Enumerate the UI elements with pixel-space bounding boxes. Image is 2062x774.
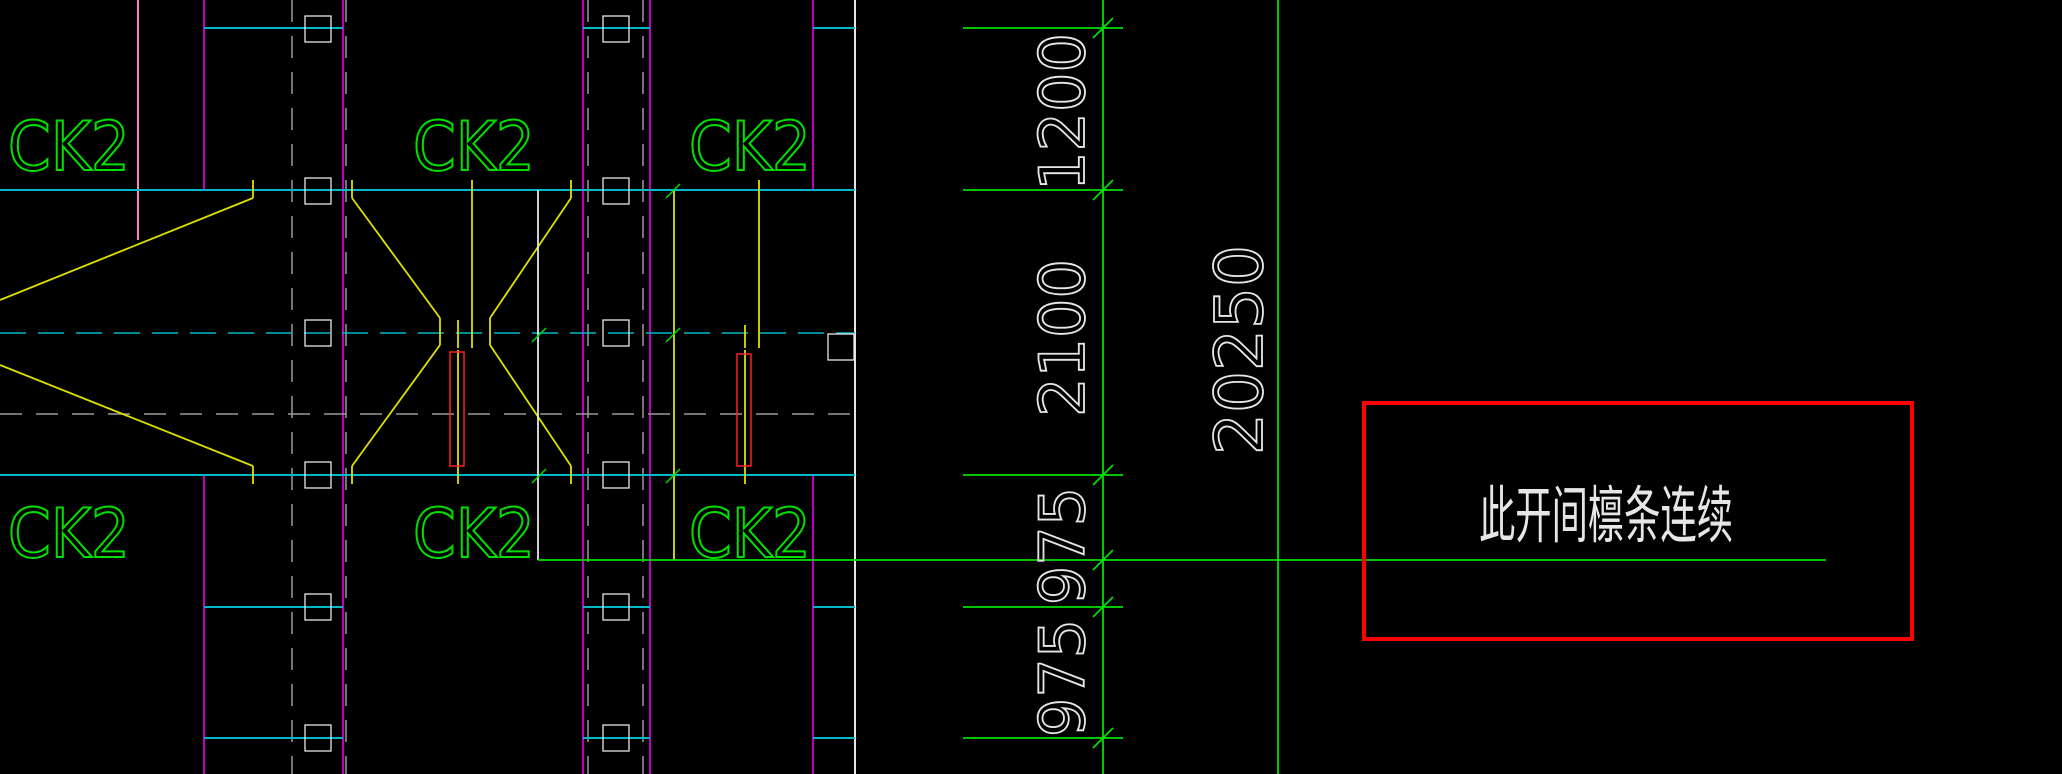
dashed-center-lines	[0, 0, 855, 774]
purlin-label: CK2	[413, 108, 535, 187]
dimension-chain	[963, 0, 1123, 774]
dimension-975-lower: 975	[1026, 619, 1099, 737]
green-tick-marks	[531, 183, 681, 484]
red-plate-markers	[449, 351, 752, 467]
anchor-plate-symbols	[304, 15, 855, 752]
magenta-beam-lines	[203, 0, 814, 774]
purlin-label: CK2	[689, 108, 811, 187]
dimension-975-upper: 975	[1026, 487, 1099, 605]
dimension-2100: 2100	[1026, 259, 1099, 417]
yellow-bracing	[0, 180, 760, 560]
annotation-text: 此开间檩条连续	[1479, 479, 1733, 552]
purlin-label: CK2	[8, 495, 130, 574]
purlin-label: CK2	[8, 108, 130, 187]
highlight-box	[1362, 401, 1914, 641]
purlin-label: CK2	[413, 495, 535, 574]
dimension-1200: 1200	[1026, 33, 1099, 191]
purlin-label: CK2	[689, 495, 811, 574]
cyan-purlin-lines	[0, 27, 855, 739]
dimension-20250: 20250	[1201, 245, 1278, 455]
